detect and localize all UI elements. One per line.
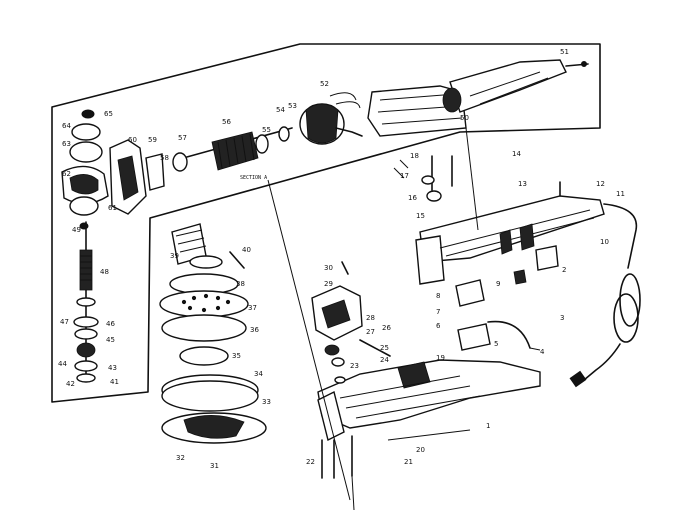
callout-number: 36 (250, 326, 259, 334)
sander-body-main (311, 261, 541, 511)
section-a-panel: SECTION A (51, 43, 601, 403)
callout-number: 55 (262, 126, 271, 134)
callout-number: 49 (72, 226, 81, 234)
spindle-stack (73, 221, 99, 383)
callout-number: 20 (416, 446, 425, 454)
callout-number: 53 (288, 102, 297, 110)
callout-numbers: 65 64 63 62 61 60 59 58 57 56 55 54 53 5… (58, 48, 625, 470)
callout-number: 39 (170, 252, 179, 260)
callout-number: 35 (232, 352, 241, 360)
callout-number: 60 (128, 136, 137, 144)
callout-number: 22 (306, 458, 315, 466)
callout-number: 51 (560, 48, 569, 56)
callout-number: 12 (596, 180, 605, 188)
callout-number: 65 (104, 110, 113, 118)
callout-number: 31 (210, 462, 219, 470)
armature-assembly (172, 126, 293, 172)
callout-number: 19 (436, 354, 445, 362)
callout-number: 2 (562, 266, 566, 274)
callout-number: 7 (436, 308, 440, 316)
callout-number: 21 (404, 458, 413, 466)
callout-number: 54 (276, 106, 285, 114)
callout-number: 27 (366, 328, 375, 336)
callout-number: 59 (148, 136, 157, 144)
callout-number: 32 (176, 454, 185, 462)
motor-housing-upper (367, 59, 589, 137)
callout-number: 46 (106, 320, 115, 328)
switch-and-screws (393, 155, 561, 351)
callout-number: 15 (416, 212, 425, 220)
callout-number: 43 (108, 364, 117, 372)
callout-number: 58 (160, 154, 169, 162)
callout-number: 50 (460, 114, 469, 122)
field-coil-assembly (299, 92, 363, 145)
callout-number: 17 (400, 172, 409, 180)
callout-number: 18 (410, 152, 419, 160)
callout-number: 9 (496, 280, 500, 288)
callout-number: 44 (58, 360, 67, 368)
callout-number: 57 (178, 134, 187, 142)
callout-number: 56 (222, 118, 231, 126)
callout-number: 16 (408, 194, 417, 202)
callout-number: 11 (616, 190, 625, 198)
callout-number: 40 (242, 246, 251, 254)
gear-case-assembly (61, 109, 165, 216)
callout-number: 29 (324, 280, 333, 288)
leader-lines (267, 127, 541, 501)
callout-number: 64 (62, 122, 71, 130)
callout-number: 37 (248, 304, 257, 312)
callout-number: 48 (100, 268, 109, 276)
callout-number: 42 (66, 380, 75, 388)
callout-number: 47 (60, 318, 69, 326)
callout-number: 61 (108, 204, 117, 212)
callout-number: 45 (106, 336, 115, 344)
callout-number: 63 (62, 140, 71, 148)
callout-number: 24 (380, 356, 389, 364)
callout-number: 38 (236, 280, 245, 288)
callout-number: 10 (600, 238, 609, 246)
callout-number: 41 (110, 378, 119, 386)
callout-number: 14 (512, 150, 521, 158)
callout-number: 8 (436, 292, 440, 300)
callout-number: 1 (486, 422, 490, 430)
callout-number: 30 (324, 264, 333, 272)
perforated-pad (181, 293, 231, 313)
callout-number: 33 (262, 398, 271, 406)
callout-number: 52 (320, 80, 329, 88)
callout-number: 23 (350, 362, 359, 370)
callout-number: 3 (560, 314, 564, 322)
sanding-disc-stack (159, 223, 267, 444)
callout-number: 28 (366, 314, 375, 322)
callout-number: 5 (494, 340, 498, 348)
handle-rail (415, 195, 605, 285)
callout-number: 6 (436, 322, 441, 330)
power-cord (569, 203, 641, 388)
callout-number: 25 (380, 344, 389, 352)
callout-number: 34 (254, 370, 263, 378)
callout-number: 26 (382, 324, 391, 332)
callout-number: 62 (62, 170, 71, 178)
callout-number: 4 (540, 348, 545, 356)
section-label: SECTION A (240, 175, 267, 181)
callout-number: 13 (518, 180, 527, 188)
